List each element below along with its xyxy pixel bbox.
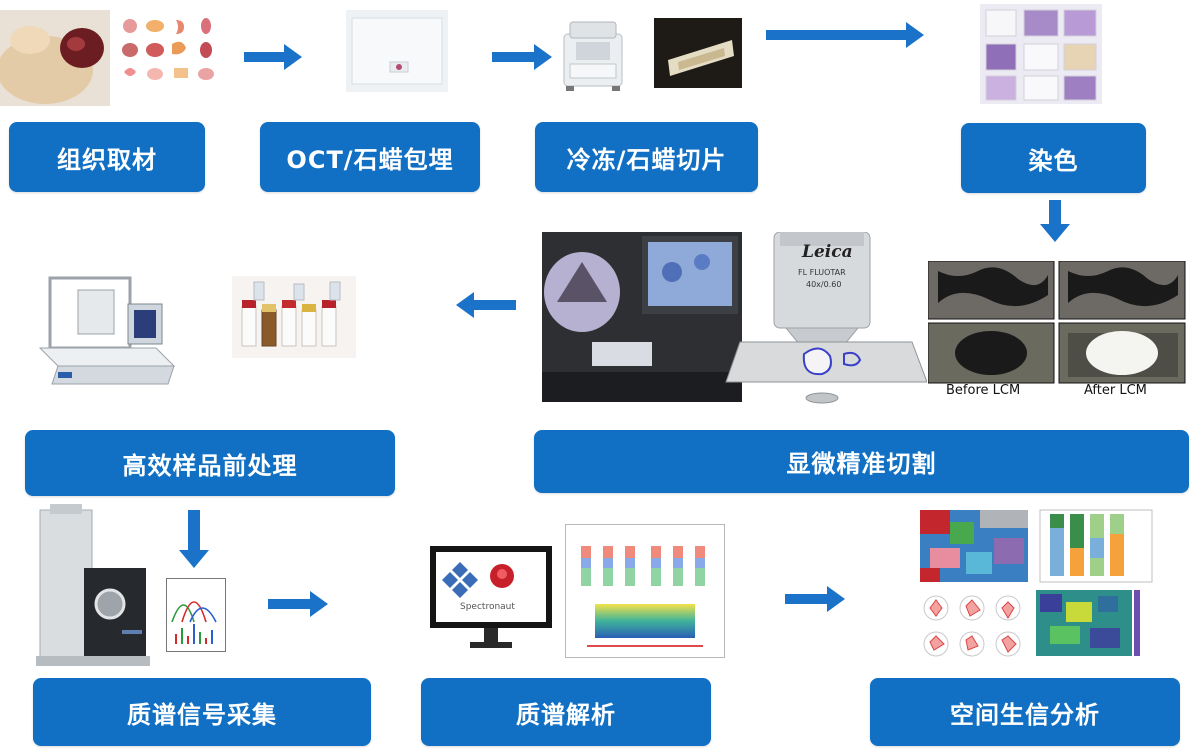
before-lcm-label: Before LCM (946, 383, 1021, 398)
ms-spectrum-plot (166, 578, 226, 652)
objective-spec-text: 40x/0.60 (806, 280, 842, 289)
analysis-charts (565, 524, 725, 658)
step-laser-capture: 显微精准切割 (534, 430, 1189, 493)
reagent-bottles-photo (232, 276, 356, 358)
arrow-right-icon (766, 22, 924, 48)
embedding-block-photo (346, 10, 448, 92)
step-embedding: OCT/石蜡包埋 (260, 122, 480, 192)
slide-photo (654, 18, 742, 88)
arrow-right-icon (244, 44, 302, 70)
before-after-lcm-images: Before LCM After LCM (928, 261, 1188, 398)
step-sectioning: 冷冻/石蜡切片 (535, 122, 758, 192)
step-label: 显微精准切割 (786, 450, 937, 478)
tissue-sample-photo (0, 10, 110, 106)
step-label: 高效样品前处理 (122, 451, 298, 480)
lcm-microscope-photo (542, 232, 742, 402)
spatial-analysis-panels (920, 508, 1156, 660)
spectronaut-monitor: Spectronaut (430, 546, 552, 652)
arrow-left-icon (456, 292, 516, 318)
step-label: 质谱信号采集 (127, 700, 277, 729)
organ-icons (120, 16, 220, 86)
after-lcm-label: After LCM (1084, 383, 1147, 398)
step-ms-analysis: 质谱解析 (421, 678, 711, 746)
mass-spectrometer (36, 504, 150, 666)
step-label: 组织取材 (57, 145, 157, 174)
arrow-right-icon (268, 591, 328, 617)
arrow-down-icon (1040, 200, 1070, 242)
step-label: 冷冻/石蜡切片 (566, 145, 727, 174)
cryostat-machine (556, 16, 628, 92)
step-label: OCT/石蜡包埋 (286, 145, 454, 174)
step-label: 染色 (1028, 146, 1079, 175)
objective-lens-diagram: Leica FL FLUOTAR 40x/0.60 (722, 232, 927, 412)
sample-prep-robot (38, 270, 176, 394)
objective-model-text: FL FLUOTAR (798, 268, 846, 277)
step-spatial-bioinformatics: 空间生信分析 (870, 678, 1180, 746)
arrow-right-icon (492, 44, 552, 70)
arrow-down-icon (179, 510, 209, 568)
step-ms-acquisition: 质谱信号采集 (33, 678, 371, 746)
stained-slides-photo (980, 4, 1102, 104)
step-label: 质谱解析 (516, 700, 616, 729)
step-tissue-sampling: 组织取材 (9, 122, 205, 192)
arrow-right-icon (785, 586, 845, 612)
step-sample-preparation: 高效样品前处理 (25, 430, 395, 496)
software-name-text: Spectronaut (460, 602, 515, 612)
step-label: 空间生信分析 (950, 700, 1100, 729)
step-staining: 染色 (961, 123, 1146, 193)
objective-brand-text: Leica (802, 242, 853, 262)
